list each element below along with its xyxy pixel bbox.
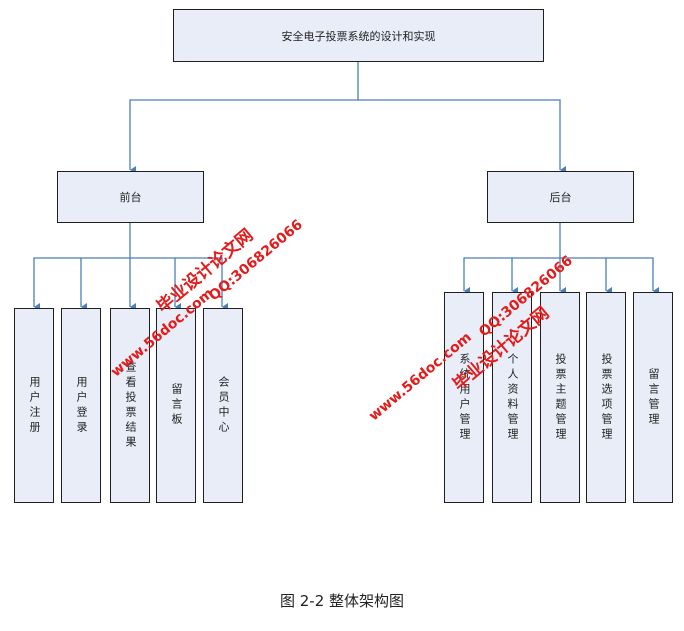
- front-child-4: 留言板: [156, 308, 196, 503]
- root-node: 安全电子投票系统的设计和实现: [173, 9, 544, 62]
- back-child-1: 系统用户管理: [444, 292, 484, 503]
- front-label: 前台: [119, 191, 142, 204]
- back-child-label: 投票主题管理: [554, 352, 567, 443]
- root-label: 安全电子投票系统的设计和实现: [281, 29, 436, 43]
- front-child-label: 用户登录: [75, 375, 88, 436]
- back-label: 后台: [549, 191, 572, 204]
- back-child-label: 系统用户管理: [458, 352, 471, 443]
- front-child-5: 会员中心: [203, 308, 243, 503]
- root-connector-right: [358, 99, 566, 174]
- back-child-3: 投票主题管理: [540, 292, 580, 503]
- back-node: 后台: [487, 171, 634, 223]
- front-child-label: 留言板: [170, 383, 183, 428]
- front-child-label: 用户注册: [28, 375, 41, 436]
- back-child-5: 留言管理: [633, 292, 673, 503]
- front-connector: [33, 222, 131, 311]
- back-child-2: 个人资料管理: [492, 292, 532, 503]
- back-child-4: 投票选项管理: [586, 292, 626, 503]
- front-node: 前台: [57, 171, 204, 223]
- figure-caption: 图 2-2 整体架构图: [279, 592, 405, 610]
- back-child-label: 投票选项管理: [600, 352, 613, 443]
- front-child-label: 会员中心: [217, 375, 230, 436]
- root-connector: [129, 62, 359, 174]
- front-child-1: 用户注册: [14, 308, 54, 503]
- back-child-label: 个人资料管理: [506, 352, 519, 443]
- back-child-label: 留言管理: [647, 367, 660, 428]
- front-child-label: 查看投票结果: [124, 360, 137, 451]
- front-child-3: 查看投票结果: [110, 308, 150, 503]
- front-child-2: 用户登录: [61, 308, 101, 503]
